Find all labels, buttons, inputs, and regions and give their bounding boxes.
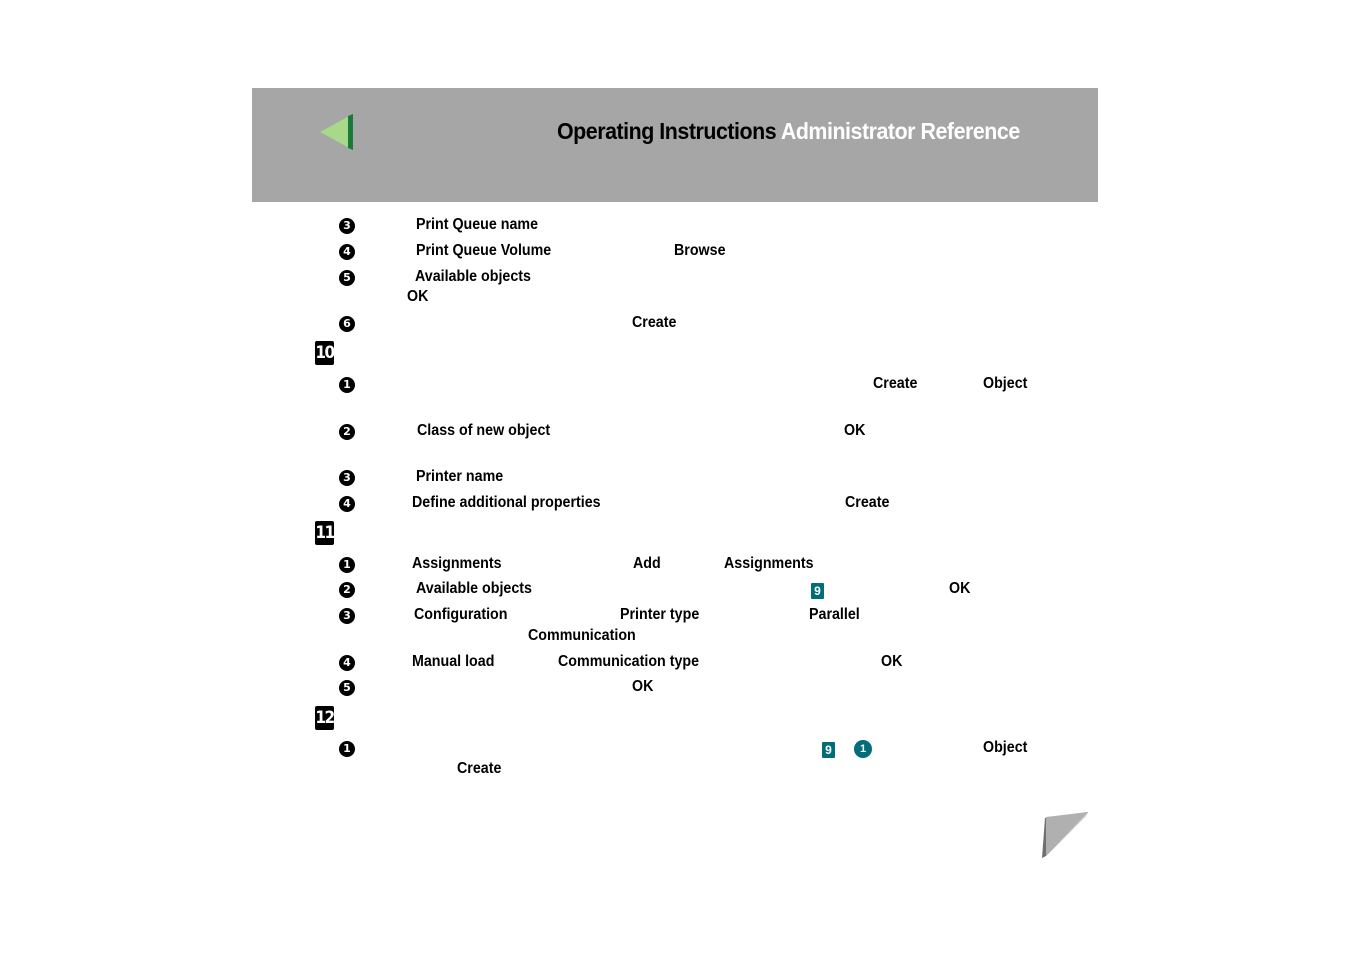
printer-type-label: Printer type (620, 606, 700, 623)
bullet-5: 5 (339, 680, 355, 696)
configuration-label: Configuration (414, 606, 508, 623)
bullet-1: 1 (339, 377, 355, 393)
bullet-4: 4 (339, 496, 355, 512)
step-reference-link[interactable]: 9 (822, 742, 835, 758)
ok-label: OK (844, 422, 866, 439)
bullet-2: 2 (339, 582, 355, 598)
class-of-new-object-label: Class of new object (417, 422, 551, 439)
bullet-3: 3 (339, 218, 355, 234)
assignments-label: Assignments (724, 555, 814, 572)
title-sub: Administrator Reference (780, 118, 1020, 144)
define-additional-properties-label: Define additional properties (412, 494, 601, 511)
available-objects-label: Available objects (415, 268, 531, 285)
browse-label: Browse (674, 242, 726, 259)
ok-label: OK (632, 678, 654, 695)
bullet-4: 4 (339, 655, 355, 671)
ok-label: OK (949, 580, 971, 597)
communication-label: Communication (528, 627, 636, 644)
bullet-1: 1 (339, 741, 355, 757)
create-label: Create (845, 494, 890, 511)
assignments-label: Assignments (412, 555, 502, 572)
bullet-3: 3 (339, 470, 355, 486)
header-band (252, 88, 1098, 202)
object-label: Object (983, 375, 1028, 392)
ok-label: OK (881, 653, 903, 670)
manual-load-label: Manual load (412, 653, 495, 670)
communication-type-label: Communication type (558, 653, 700, 670)
title-main: Operating Instructions (557, 118, 777, 144)
bullet-4: 4 (339, 244, 355, 260)
add-label: Add (633, 555, 661, 572)
parallel-label: Parallel (809, 606, 860, 623)
step-number-11: 11 (315, 521, 335, 545)
create-label: Create (632, 314, 677, 331)
available-objects-label: Available objects (416, 580, 532, 597)
step-reference-link[interactable]: 9 (811, 583, 824, 599)
bullet-1: 1 (339, 557, 355, 573)
step-number-10: 10 (315, 341, 335, 365)
create-label: Create (873, 375, 918, 392)
page-title: Operating Instructions Administrator Ref… (557, 118, 1020, 145)
print-queue-name-label: Print Queue name (416, 216, 539, 233)
create-label: Create (457, 760, 502, 777)
bullet-5: 5 (339, 270, 355, 286)
substep-reference-link[interactable]: 1 (854, 740, 872, 758)
object-label: Object (983, 739, 1028, 756)
printer-name-label: Printer name (416, 468, 504, 485)
back-triangle-icon[interactable] (318, 114, 354, 150)
ok-label: OK (407, 288, 429, 305)
bullet-6: 6 (339, 316, 355, 332)
bullet-2: 2 (339, 424, 355, 440)
step-number-12: 12 (315, 706, 335, 730)
next-page-icon[interactable] (1038, 810, 1090, 860)
bullet-3: 3 (339, 608, 355, 624)
print-queue-volume-label: Print Queue Volume (416, 242, 552, 259)
